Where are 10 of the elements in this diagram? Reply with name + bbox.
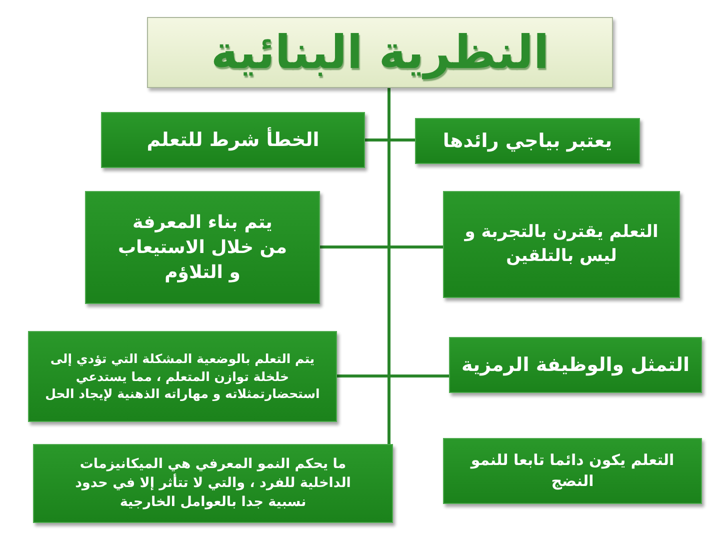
concept-box: يعتبر بياجي رائدها: [415, 118, 640, 164]
concept-box: التعلم يكون دائما تابعا للنمو النضج: [443, 438, 702, 504]
concept-box: التعلم يقترن بالتجربة و ليس بالتلقين: [443, 191, 680, 298]
concept-box: التمثل والوظيفة الرمزية: [449, 337, 702, 393]
title-box: النظرية البنائية: [147, 17, 613, 88]
concept-box: يتم بناء المعرفة من خلال الاستيعاب و التلاؤم: [85, 191, 320, 304]
concept-box: ما يحكم النمو المعرفي هي الميكانيزمات الداخلية للفرد ، والتي لا تتأثر إلا في حدود نسبية جدا بالعوامل الخارجية: [33, 444, 393, 523]
concept-box: يتم التعلم بالوضعية المشكلة التي تؤدي إلى خلخلة توازن المتعلم ، مما يستدعي استحضارتمثلاته و مهاراته الذهنية لإيجاد الحل: [28, 331, 337, 422]
connector-line: [388, 88, 390, 444]
concept-box: الخطأ شرط للتعلم: [101, 112, 365, 168]
